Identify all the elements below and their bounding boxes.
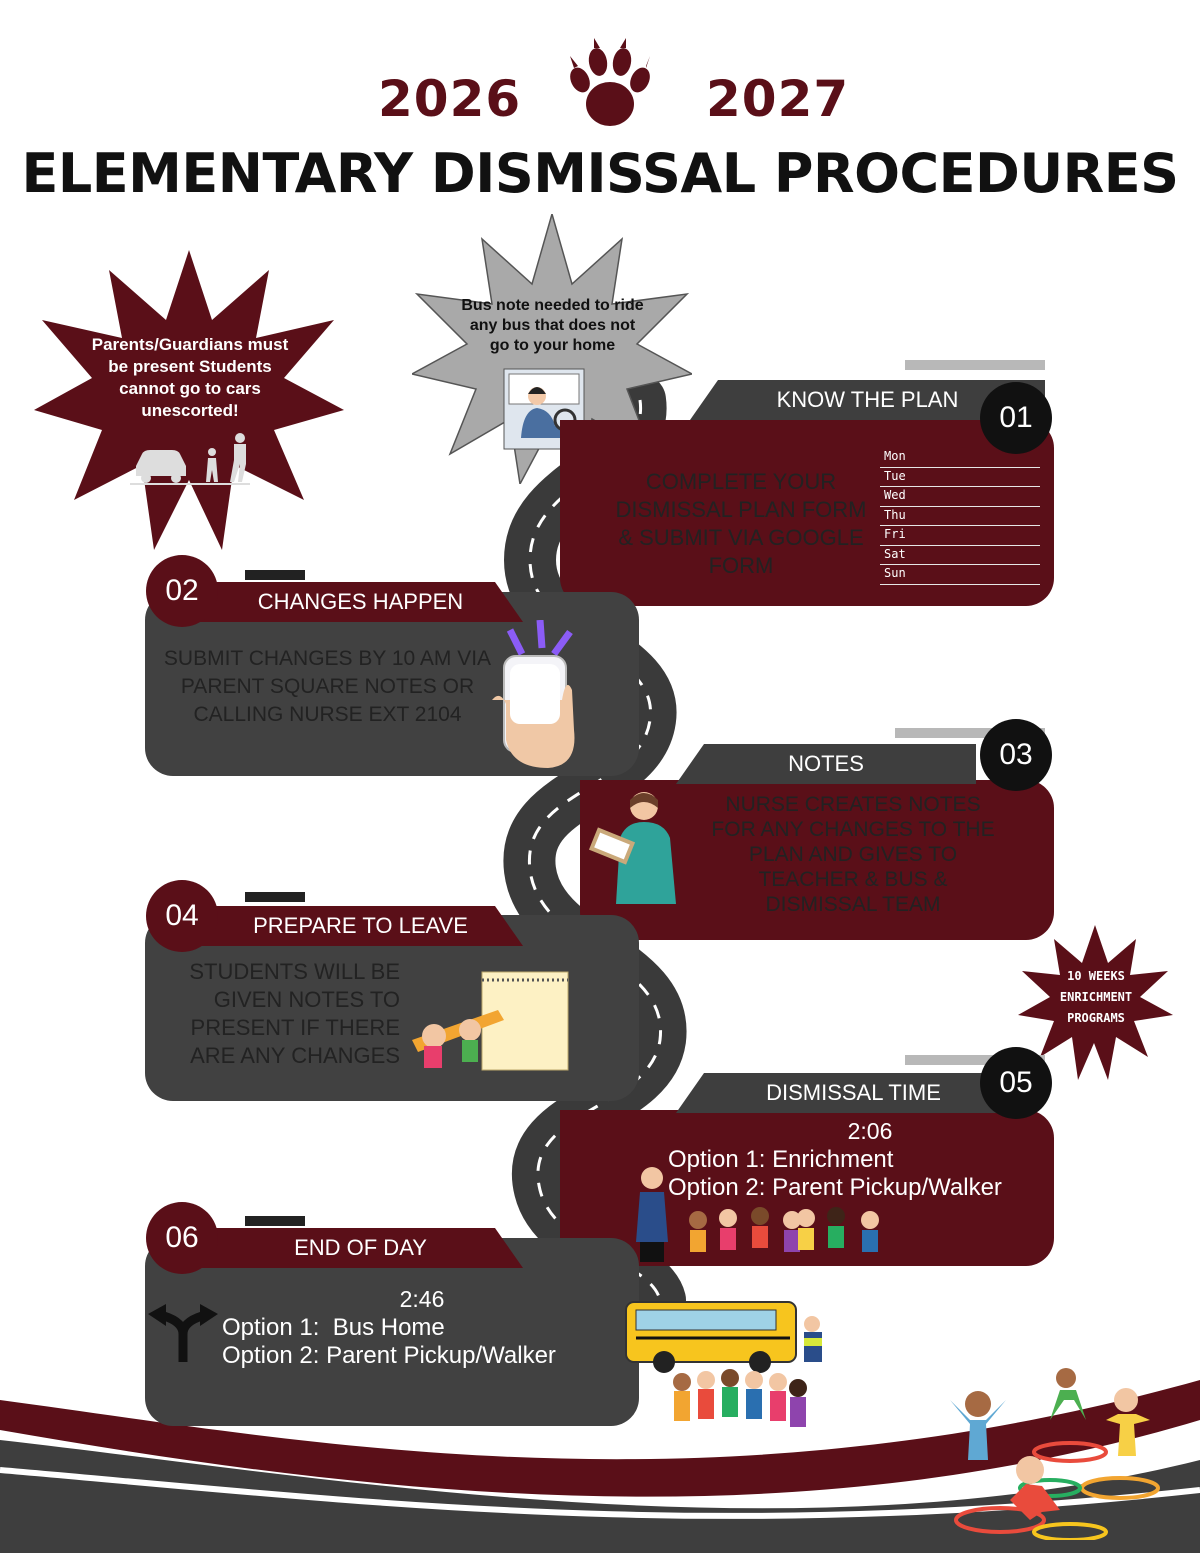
paw-print-icon (570, 38, 650, 126)
parents-callout-text: Parents/Guardians must be present Studen… (91, 335, 289, 420)
step01-number: 01 (980, 382, 1052, 454)
step06-option1: Option 1: Bus Home (222, 1314, 445, 1341)
step06-title: END OF DAY (294, 1235, 427, 1260)
step03-number: 03 (980, 719, 1052, 791)
bottom-swoosh-gray (0, 1440, 1200, 1553)
step05-title: DISMISSAL TIME (766, 1080, 941, 1105)
step02-text: SUBMIT CHANGES BY 10 AM VIA PARENT SQUAR… (163, 647, 492, 726)
weekday: Wed (880, 487, 1040, 507)
step04-text: STUDENTS WILL BE GIVEN NOTES TO PRESENT … (189, 959, 400, 1068)
weekday: Tue (880, 468, 1040, 487)
step05-option1: Option 1: Enrichment (668, 1146, 894, 1173)
step05-option2: Option 2: Parent Pickup/Walker (668, 1174, 1002, 1201)
step04-stripe (245, 892, 305, 902)
nurse-icon (588, 792, 676, 904)
weekday: Sun (880, 565, 1040, 585)
notepad-kids-icon (412, 971, 569, 1071)
weekday: Thu (880, 507, 1040, 526)
enrichment-text: 10 WEEKS ENRICHMENT PROGRAMS (1059, 969, 1133, 1025)
year-start: 2026 (378, 70, 522, 128)
step01-stripe (905, 360, 1045, 370)
step02-header: CHANGES HAPPEN (198, 582, 523, 622)
phone-hand-icon (492, 620, 575, 768)
enrichment-starburst (1018, 925, 1173, 1080)
step04-title: PREPARE TO LEAVE (253, 913, 468, 938)
step03-text: NURSE CREATES NOTES FOR ANY CHANGES TO T… (711, 793, 995, 916)
year-end: 2027 (706, 70, 850, 128)
fork-arrow-icon (148, 1304, 218, 1362)
bus-note-text: Bus note needed to ride any bus that doe… (461, 297, 644, 354)
step02-number: 02 (146, 555, 218, 627)
step05-time: 2:06 (847, 1118, 893, 1144)
step05-number: 05 (980, 1047, 1052, 1119)
step05-header: DISMISSAL TIME (676, 1073, 1031, 1113)
bottom-swoosh-maroon (0, 1380, 1200, 1497)
family-car-icon (130, 433, 250, 485)
step06-time: 2:46 (399, 1286, 445, 1312)
parents-starburst (34, 250, 344, 550)
page-title: ELEMENTARY DISMISSAL PROCEDURES (21, 142, 1179, 205)
step06-number: 06 (146, 1202, 218, 1274)
step06-card (145, 1238, 639, 1426)
step04-header: PREPARE TO LEAVE (198, 906, 523, 946)
weekday: Mon (880, 448, 1040, 468)
road (503, 374, 687, 1326)
step03-header: NOTES (676, 744, 976, 784)
step06-option2: Option 2: Parent Pickup/Walker (222, 1342, 556, 1369)
step01-card (560, 420, 1054, 606)
step03-title: NOTES (788, 751, 864, 776)
step02-stripe (245, 570, 305, 580)
step06-stripe (245, 1216, 305, 1226)
step02-title: CHANGES HAPPEN (257, 589, 464, 614)
step04-number: 04 (146, 880, 218, 952)
step01-title: KNOW THE PLAN (776, 387, 959, 412)
weekday: Fri (880, 526, 1040, 546)
weekday-list: Mon Tue Wed Thu Fri Sat Sun (880, 448, 1040, 585)
step05-stripe (905, 1055, 1045, 1065)
step01-text: COMPLETE YOUR DISMISSAL PLAN FORM & SUBM… (615, 469, 867, 578)
playing-kids-icon (950, 1368, 1160, 1540)
weekday: Sat (880, 546, 1040, 565)
step06-header: END OF DAY (198, 1228, 523, 1268)
teacher-students-icon (636, 1167, 879, 1262)
step03-stripe (895, 728, 1045, 738)
school-bus-icon (625, 1301, 822, 1427)
